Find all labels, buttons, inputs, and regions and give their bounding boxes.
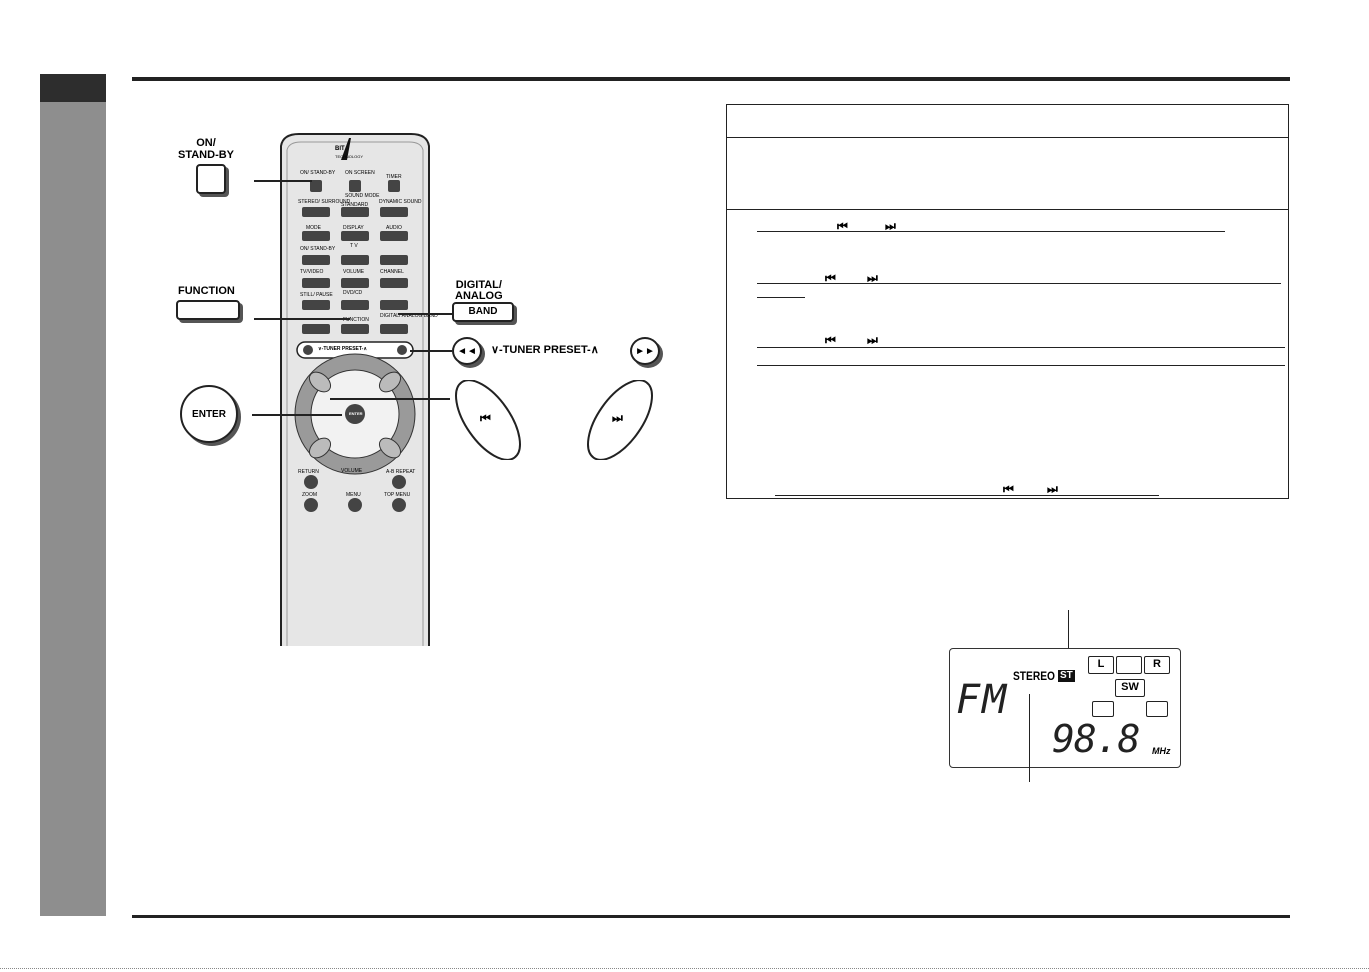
remote-label: SOUND MODE [345, 193, 380, 199]
lcd-surround-right [1146, 701, 1168, 717]
header-rule [132, 77, 1290, 81]
remote-label: DVD/CD [343, 290, 363, 296]
lcd-frequency: 98.8 [1052, 717, 1141, 761]
note-box-divider [727, 209, 1288, 210]
enter-button[interactable]: ENTER [180, 385, 238, 443]
skip-forward-icon: ⏭ [1047, 482, 1058, 496]
callout-function-label: FUNCTION [178, 285, 235, 297]
on-standby-button[interactable] [196, 164, 226, 194]
note-box-divider [727, 137, 1288, 138]
remote-label: A-B REPEAT [386, 469, 416, 475]
remote-label: FUNCTION [343, 317, 369, 323]
leader-line [1029, 694, 1030, 782]
callout-tuner-preset-label: ∨-TUNER PRESET-∧ [491, 344, 599, 356]
lcd-center-channel [1116, 656, 1142, 674]
remote-label: TOP MENU [384, 492, 411, 498]
skip-back-icon: ⏮ [825, 271, 836, 285]
callout-on-standby-label: ON/ STAND-BY [178, 137, 235, 161]
remote-control [280, 133, 430, 646]
callout-digital-analog-label: DIGITAL/ ANALOG [455, 279, 503, 302]
text-underline [757, 283, 1281, 284]
sidebar-tab [40, 74, 106, 102]
crop-line [0, 968, 1369, 969]
leader-line [398, 313, 452, 315]
text-underline [775, 495, 1159, 496]
function-button[interactable] [176, 300, 240, 320]
remote-label: ON/ STAND-BY [300, 170, 336, 176]
rewind-icon[interactable]: ◄◄ [452, 337, 482, 365]
skip-back-icon: ⏮ [1003, 482, 1014, 496]
remote-label: ZOOM [302, 492, 317, 498]
remote-label: VOLUME [341, 468, 363, 474]
leader-line [1068, 610, 1069, 664]
remote-label: AUDIO [386, 225, 402, 231]
skip-buttons-illustration [455, 380, 653, 460]
leader-line [330, 398, 450, 400]
skip-forward-icon: ⏭ [867, 333, 878, 347]
remote-label: TV/VIDEO [300, 269, 324, 275]
remote-label: STEREO/ SURROUND [298, 199, 351, 205]
sidebar-strip [40, 74, 106, 916]
remote-label: MENU [346, 492, 361, 498]
remote-brand: BIT [335, 146, 345, 152]
lcd-display: FM STEREO ST L R SW 98.8 MHz [949, 648, 1181, 768]
remote-label: STILL/ PAUSE [300, 292, 333, 298]
lcd-right-channel: R [1144, 656, 1170, 674]
remote-label: CHANNEL [380, 269, 404, 275]
footer-rule [132, 915, 1290, 918]
remote-label: VOLUME [343, 269, 365, 275]
band-button[interactable]: BAND [452, 302, 514, 322]
skip-back-icon: ⏮ [837, 219, 848, 233]
remote-label: RETURN [298, 469, 319, 475]
leader-line [252, 414, 342, 416]
remote-brand-sub: TECHNOLOGY [335, 154, 364, 159]
remote-label: MODE [306, 225, 321, 231]
skip-back-icon: ⏮ [825, 333, 836, 347]
lcd-stereo: STEREO [1013, 669, 1055, 683]
text-underline [757, 231, 1225, 232]
remote-label: DIGITAL/ ANALOG BAND [380, 313, 438, 319]
leader-line [254, 180, 312, 182]
leader-line [254, 318, 350, 320]
skip-forward-icon: ⏭ [885, 219, 896, 233]
skip-back-icon[interactable]: ⏮ [480, 411, 491, 425]
note-box: ⏮ ⏭ ⏮ ⏭ ⏮ ⏭ ⏮ ⏭ [726, 104, 1289, 499]
text-underline [757, 347, 1285, 348]
lcd-left-channel: L [1088, 656, 1114, 674]
remote-label: ∨-TUNER PRESET-∧ [318, 346, 367, 352]
remote-label: ENTER [349, 411, 363, 416]
lcd-band: FM [956, 677, 1009, 723]
logo-mark [341, 138, 351, 160]
lcd-st-indicator: ST [1058, 670, 1075, 682]
text-underline [757, 365, 1285, 366]
fast-forward-icon[interactable]: ►► [630, 337, 660, 365]
lcd-subwoofer: SW [1115, 679, 1145, 697]
skip-forward-icon[interactable]: ⏭ [612, 411, 623, 425]
skip-forward-icon: ⏭ [867, 271, 878, 285]
remote-label: DYNAMIC SOUND [379, 199, 422, 205]
remote-label: STANDARD [341, 202, 369, 208]
leader-line [410, 350, 452, 352]
remote-label: T V [350, 243, 358, 249]
remote-label: ON SCREEN [345, 170, 375, 176]
lcd-unit: MHz [1152, 746, 1171, 756]
remote-label: ON/ STAND-BY [300, 246, 336, 252]
remote-label: TIMER [386, 174, 402, 180]
text-underline [757, 297, 805, 298]
lcd-surround-left [1092, 701, 1114, 717]
remote-label: DISPLAY [343, 225, 364, 231]
